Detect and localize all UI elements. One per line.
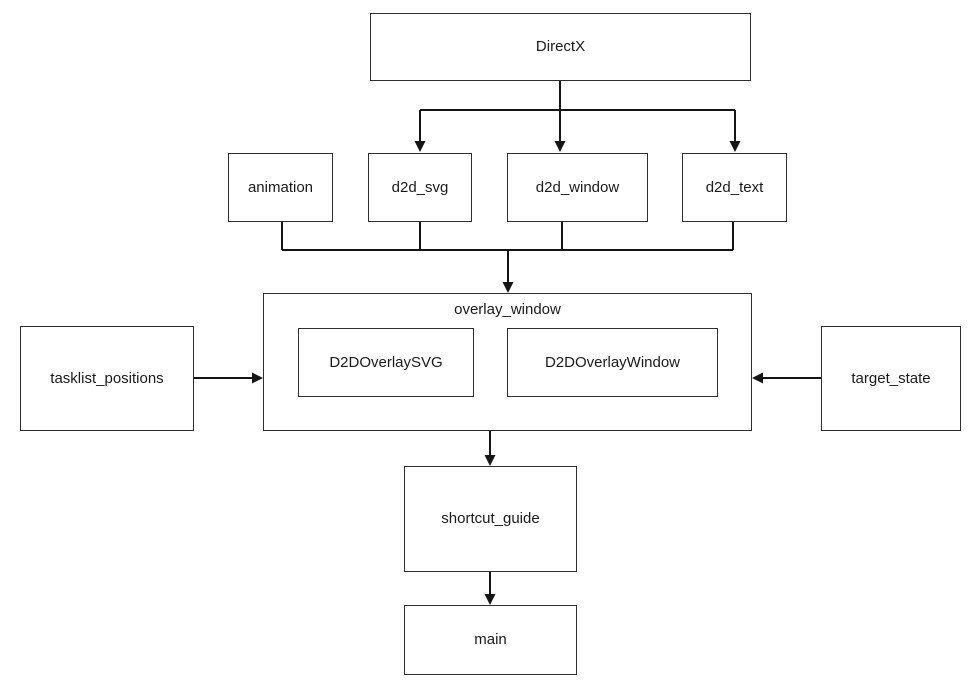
- edge-directx-fanout: [419, 81, 736, 142]
- node-label: shortcut_guide: [441, 510, 540, 527]
- node-shortcut-guide: shortcut_guide: [404, 466, 577, 572]
- node-label: d2d_window: [535, 178, 620, 196]
- node-label: DirectX: [535, 38, 586, 55]
- arrowhead-d2d-text: [729, 141, 741, 152]
- arrowhead-overlay-left: [252, 372, 263, 384]
- node-animation: animation: [228, 153, 333, 222]
- node-d2d-svg: d2d_svg: [368, 153, 472, 222]
- node-main: main: [404, 605, 577, 675]
- node-label: D2DOverlaySVG: [329, 353, 443, 371]
- node-label: D2DOverlayWindow: [544, 353, 681, 371]
- arrowhead-overlay-top: [502, 282, 514, 293]
- node-directx: DirectX: [370, 13, 751, 81]
- group-label: overlay_window: [454, 301, 561, 318]
- node-label: d2d_text: [705, 178, 764, 196]
- edge-modules-to-overlay: [281, 222, 734, 283]
- node-label: main: [474, 631, 507, 648]
- node-label: d2d_svg: [391, 178, 449, 196]
- arrowhead-d2d-svg: [414, 141, 426, 152]
- node-d2d-text: d2d_text: [682, 153, 787, 222]
- node-tasklist-positions: tasklist_positions: [20, 326, 194, 431]
- arrowhead-d2d-window: [554, 141, 566, 152]
- node-label: tasklist_positions: [50, 369, 164, 387]
- node-target-state: target_state: [821, 326, 961, 431]
- node-d2d-overlay-window: D2DOverlayWindow: [507, 328, 718, 397]
- node-d2d-overlay-svg: D2DOverlaySVG: [298, 328, 474, 397]
- arrowhead-overlay-right: [752, 372, 763, 384]
- arrowhead-shortcut-guide: [484, 455, 496, 466]
- node-label: animation: [247, 178, 314, 196]
- arrowhead-main: [484, 594, 496, 605]
- node-d2d-window: d2d_window: [507, 153, 648, 222]
- node-label: target_state: [851, 369, 931, 387]
- node-overlay-window: overlay_window D2DOverlaySVG D2DOverlayW…: [263, 293, 752, 431]
